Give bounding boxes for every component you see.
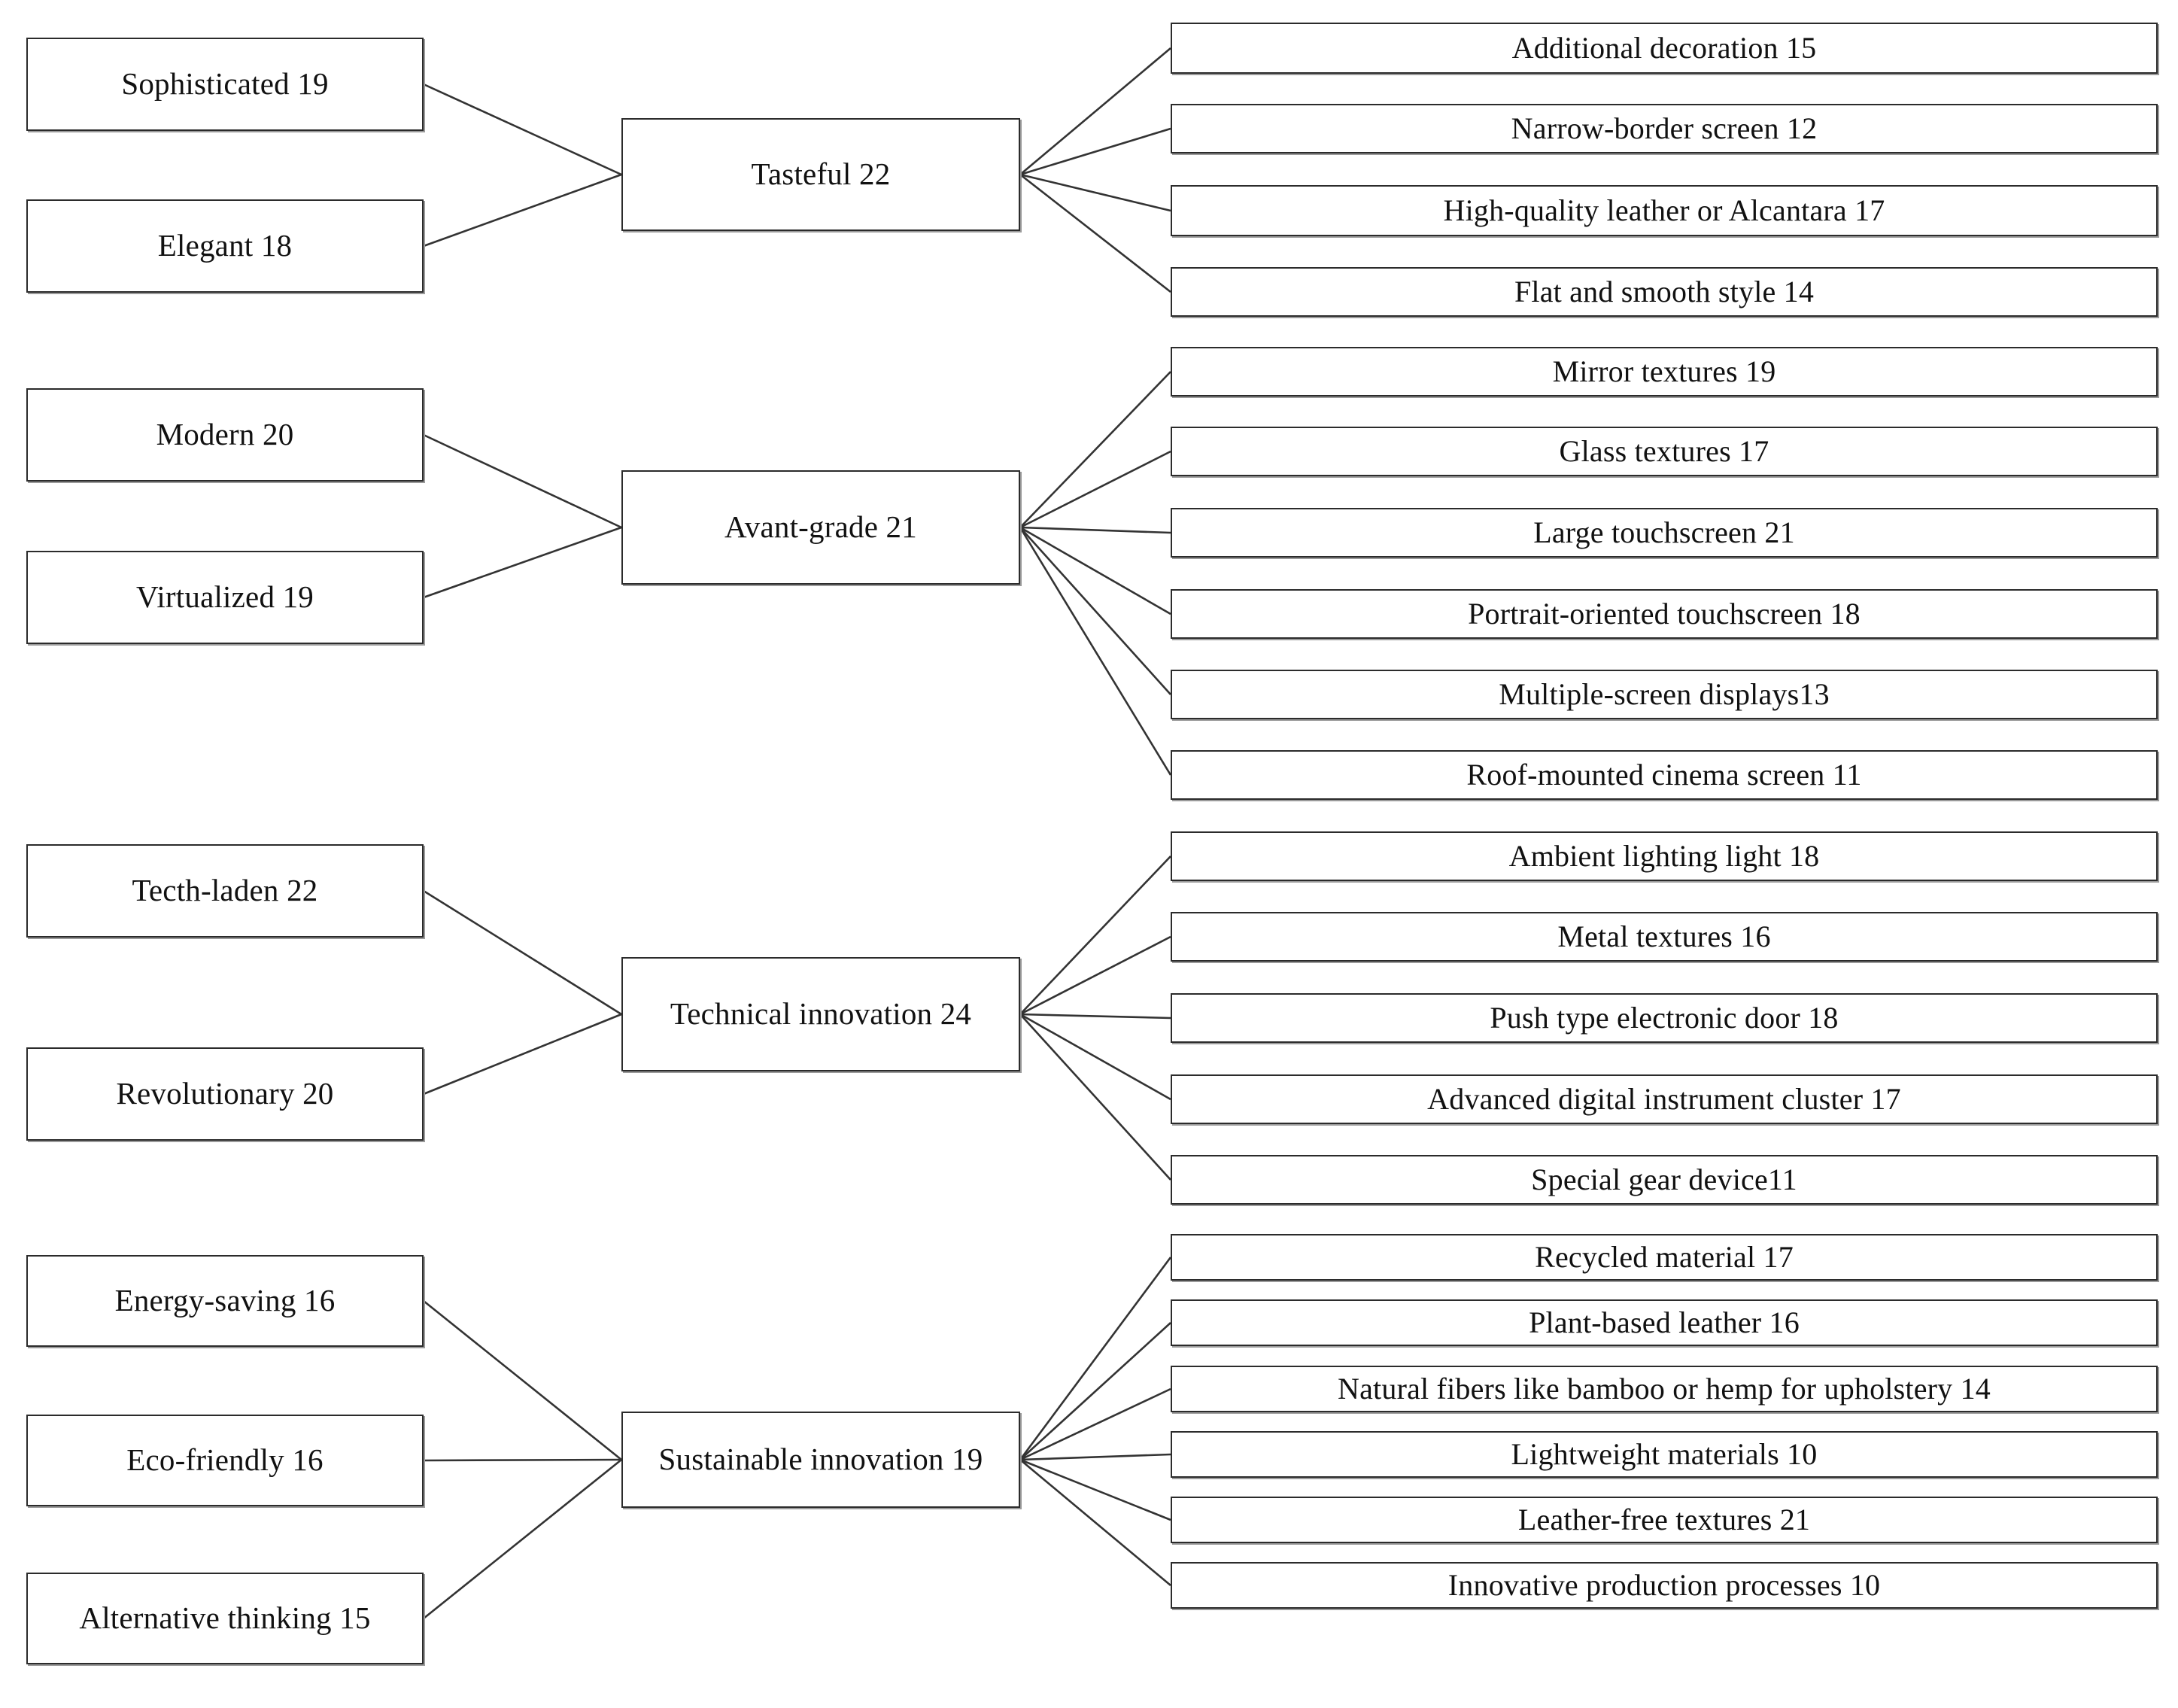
edge-tasteful-to-narrow-border-screen [1019, 127, 1171, 176]
node-label: Additional decoration 15 [1511, 31, 1817, 65]
target-node-additional-decoration[interactable]: Additional decoration 15 [1171, 23, 2158, 74]
node-label: Lightweight materials 10 [1511, 1437, 1818, 1471]
edge-avant-grade-to-large-touchscreen [1019, 526, 1171, 534]
node-label: Glass textures 17 [1559, 434, 1769, 468]
edge-elegant-to-tasteful [423, 173, 622, 248]
source-node-tecth-laden[interactable]: Tecth-laden 22 [26, 844, 424, 938]
node-label: Leather-free textures 21 [1517, 1503, 1811, 1536]
node-label: Sustainable innovation 19 [658, 1442, 983, 1477]
edge-sophisticated-to-tasteful [423, 83, 622, 176]
center-node-avant-grade[interactable]: Avant-grade 21 [621, 470, 1020, 585]
target-node-advanced-digital-instrument-cluster[interactable]: Advanced digital instrument cluster 17 [1171, 1074, 2158, 1124]
node-label: Technical innovation 24 [670, 996, 972, 1032]
node-label: High-quality leather or Alcantara 17 [1443, 193, 1885, 227]
source-node-revolutionary[interactable]: Revolutionary 20 [26, 1047, 424, 1141]
node-label: Special gear device11 [1531, 1162, 1797, 1196]
target-node-high-quality-leather-or-alcantara[interactable]: High-quality leather or Alcantara 17 [1171, 185, 2158, 236]
node-label: Multiple-screen displays13 [1499, 677, 1830, 711]
node-label: Tecth-laden 22 [132, 873, 318, 908]
node-label: Metal textures 16 [1557, 919, 1771, 953]
target-node-mirror-textures[interactable]: Mirror textures 19 [1171, 347, 2158, 397]
edge-alternative-thinking-to-sustainable-innovation [423, 1458, 622, 1620]
edge-tecth-laden-to-technical-innovation [423, 889, 622, 1016]
target-node-innovative-production-processes[interactable]: Innovative production processes 10 [1171, 1562, 2158, 1609]
node-label: Alternative thinking 15 [79, 1600, 371, 1636]
edge-avant-grade-to-portrait-oriented-touchscreen [1019, 526, 1171, 615]
target-node-natural-fibers-like-bamboo-or-hemp-for-upholster[interactable]: Natural fibers like bamboo or hemp for u… [1171, 1366, 2158, 1412]
target-node-flat-and-smooth-style[interactable]: Flat and smooth style 14 [1171, 267, 2158, 317]
node-label: Ambient lighting light 18 [1508, 839, 1820, 873]
target-node-push-type-electronic-door[interactable]: Push type electronic door 18 [1171, 993, 2158, 1043]
source-node-eco-friendly[interactable]: Eco-friendly 16 [26, 1415, 424, 1506]
edge-tasteful-to-flat-and-smooth-style [1019, 173, 1171, 293]
edge-technical-innovation-to-metal-textures [1019, 935, 1171, 1016]
edge-technical-innovation-to-ambient-lighting-light [1019, 856, 1171, 1015]
node-label: Elegant 18 [157, 228, 293, 263]
node-label: Energy-saving 16 [114, 1283, 336, 1318]
node-label: Mirror textures 19 [1552, 354, 1776, 388]
center-node-sustainable-innovation[interactable]: Sustainable innovation 19 [621, 1412, 1020, 1508]
edge-technical-innovation-to-special-gear-device [1019, 1014, 1171, 1181]
target-node-special-gear-device[interactable]: Special gear device11 [1171, 1155, 2158, 1205]
edge-technical-innovation-to-push-type-electronic-door [1019, 1013, 1171, 1020]
edge-modern-to-avant-grade [423, 433, 622, 529]
edge-revolutionary-to-technical-innovation [423, 1013, 622, 1096]
target-node-narrow-border-screen[interactable]: Narrow-border screen 12 [1171, 104, 2158, 153]
node-label: Virtualized 19 [135, 579, 314, 615]
node-label: Modern 20 [156, 417, 294, 452]
center-node-technical-innovation[interactable]: Technical innovation 24 [621, 957, 1020, 1071]
source-node-alternative-thinking[interactable]: Alternative thinking 15 [26, 1573, 424, 1664]
target-node-metal-textures[interactable]: Metal textures 16 [1171, 912, 2158, 962]
edge-technical-innovation-to-advanced-digital-instrument-cluster [1019, 1013, 1171, 1101]
edge-virtualized-to-avant-grade [423, 526, 622, 599]
edge-avant-grade-to-mirror-textures [1019, 371, 1171, 528]
edge-avant-grade-to-roof-mounted-cinema-screen [1019, 527, 1172, 776]
target-node-glass-textures[interactable]: Glass textures 17 [1171, 427, 2158, 476]
node-label: Tasteful 22 [751, 157, 891, 192]
edge-avant-grade-to-glass-textures [1019, 450, 1171, 529]
target-node-multiple-screen-displays[interactable]: Multiple-screen displays13 [1171, 670, 2158, 719]
edge-avant-grade-to-multiple-screen-displays [1019, 527, 1171, 695]
source-node-elegant[interactable]: Elegant 18 [26, 199, 424, 293]
target-node-leather-free-textures[interactable]: Leather-free textures 21 [1171, 1497, 2158, 1543]
node-label: Natural fibers like bamboo or hemp for u… [1338, 1372, 1991, 1406]
edge-tasteful-to-high-quality-leather-or-alcantara [1019, 173, 1171, 212]
node-label: Narrow-border screen 12 [1511, 111, 1818, 145]
node-label: Large touchscreen 21 [1533, 515, 1795, 549]
node-label: Advanced digital instrument cluster 17 [1427, 1082, 1901, 1116]
edge-sustainable-innovation-to-natural-fibers-like-bamboo-or-hemp-for-upholster [1019, 1387, 1171, 1461]
node-label: Eco-friendly 16 [126, 1442, 324, 1478]
target-node-roof-mounted-cinema-screen[interactable]: Roof-mounted cinema screen 11 [1171, 750, 2158, 800]
node-label: Innovative production processes 10 [1447, 1568, 1881, 1602]
edge-energy-saving-to-sustainable-innovation [423, 1299, 622, 1461]
edge-sustainable-innovation-to-lightweight-materials [1019, 1453, 1171, 1461]
node-label: Sophisticated 19 [121, 66, 329, 102]
center-node-tasteful[interactable]: Tasteful 22 [621, 118, 1020, 231]
source-node-virtualized[interactable]: Virtualized 19 [26, 551, 424, 644]
node-label: Push type electronic door 18 [1490, 1001, 1839, 1035]
edge-sustainable-innovation-to-plant-based-leather [1019, 1322, 1171, 1460]
target-node-portrait-oriented-touchscreen[interactable]: Portrait-oriented touchscreen 18 [1171, 589, 2158, 639]
source-node-sophisticated[interactable]: Sophisticated 19 [26, 38, 424, 131]
target-node-large-touchscreen[interactable]: Large touchscreen 21 [1171, 508, 2158, 558]
node-label: Recycled material 17 [1535, 1240, 1794, 1274]
edge-sustainable-innovation-to-leather-free-textures [1019, 1458, 1171, 1521]
target-node-lightweight-materials[interactable]: Lightweight materials 10 [1171, 1431, 2158, 1478]
target-node-ambient-lighting-light[interactable]: Ambient lighting light 18 [1171, 831, 2158, 881]
node-label: Portrait-oriented touchscreen 18 [1468, 597, 1861, 631]
source-node-energy-saving[interactable]: Energy-saving 16 [26, 1255, 424, 1347]
edge-sustainable-innovation-to-innovative-production-processes [1019, 1459, 1171, 1586]
target-node-recycled-material[interactable]: Recycled material 17 [1171, 1234, 2158, 1281]
edge-sustainable-innovation-to-recycled-material [1019, 1257, 1172, 1460]
node-label: Flat and smooth style 14 [1514, 275, 1815, 308]
node-label: Roof-mounted cinema screen 11 [1466, 758, 1862, 792]
node-label: Plant-based leather 16 [1529, 1305, 1800, 1339]
source-node-modern[interactable]: Modern 20 [26, 388, 424, 482]
edge-tasteful-to-additional-decoration [1019, 47, 1171, 175]
node-label: Avant-grade 21 [724, 509, 917, 545]
target-node-plant-based-leather[interactable]: Plant-based leather 16 [1171, 1299, 2158, 1346]
node-label: Revolutionary 20 [116, 1076, 334, 1111]
